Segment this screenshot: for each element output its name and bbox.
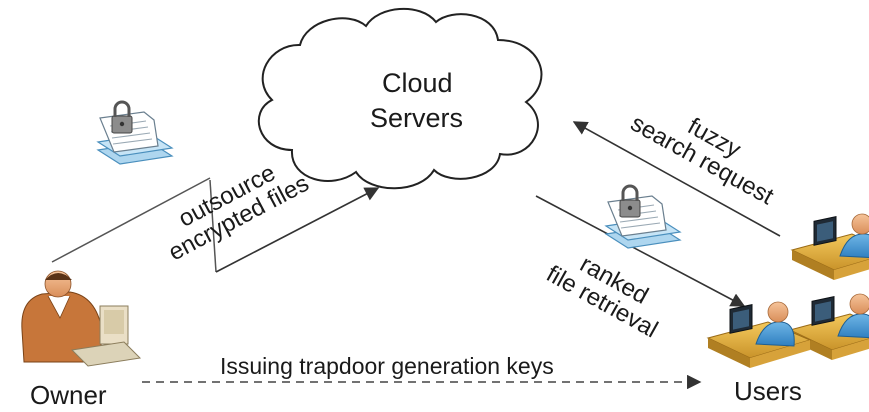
fuzzy-search-arrow <box>572 121 781 237</box>
owner-label: Owner <box>30 380 107 410</box>
issuing-label: Issuing trapdoor generation keys <box>220 353 554 379</box>
cloud-label-line2: Servers <box>370 103 464 133</box>
user-at-computer-icon <box>707 301 811 369</box>
user-at-computer-icon <box>791 213 869 281</box>
ranked-retrieval-arrow <box>535 195 746 307</box>
users-label: Users <box>734 376 802 406</box>
cloud-icon <box>257 8 543 190</box>
encrypted-documents-icon <box>96 100 174 166</box>
encrypted-documents-icon <box>604 184 682 250</box>
outsource-arrow <box>51 177 380 273</box>
owner-icon <box>21 270 142 367</box>
cloud-label-line1: Cloud <box>382 68 453 98</box>
